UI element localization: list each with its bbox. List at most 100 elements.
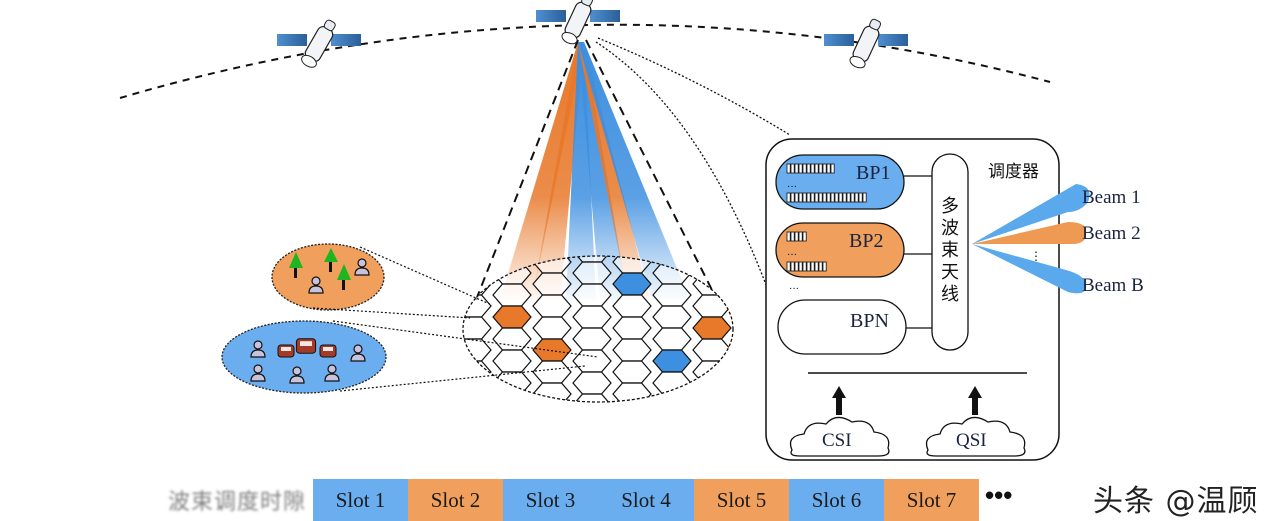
csi-cloud — [789, 416, 890, 457]
hex-cell — [613, 405, 651, 427]
hex-cell — [463, 272, 492, 296]
scheduler-title: 调度器 — [988, 162, 1039, 182]
slot-6: Slot 6 — [789, 479, 884, 521]
hex-cell — [692, 360, 732, 384]
watermark: 头条 @温顾 — [1093, 484, 1259, 519]
hex-cell — [463, 382, 492, 402]
hex-cell — [612, 316, 652, 340]
qsi-cloud — [925, 416, 1026, 457]
hex-cell — [463, 294, 492, 318]
hex-cell — [463, 256, 492, 274]
qsi-label: QSI — [956, 430, 987, 451]
beam-ray — [566, 42, 596, 300]
hex-cell — [692, 338, 732, 362]
slot-5: Slot 5 — [694, 479, 789, 521]
hex-cell — [492, 327, 532, 351]
queue-ellipsis: ··· — [787, 182, 797, 193]
hex-cell — [453, 229, 491, 251]
slot-1: Slot 1 — [313, 479, 408, 521]
hex-cell — [572, 305, 612, 329]
hex-cell — [463, 316, 492, 340]
slot-3: Slot 3 — [503, 479, 598, 521]
hex-cell — [463, 338, 492, 362]
callout-line — [359, 246, 493, 306]
hex-cell — [463, 360, 492, 384]
hex-cell — [572, 393, 612, 402]
hex-cell — [692, 272, 732, 296]
car-icon — [319, 344, 337, 358]
hex-cell — [492, 305, 532, 329]
beam-ray — [578, 42, 650, 300]
bpn-label: BPN — [850, 310, 889, 332]
tree-icon — [289, 252, 303, 278]
hex-cell — [692, 382, 732, 402]
car-icon — [295, 338, 317, 354]
antenna-label-char: 束 — [941, 240, 959, 261]
hex-cell — [692, 294, 732, 318]
user-icon — [308, 276, 324, 294]
hex-cell — [572, 327, 612, 351]
hex-cell — [492, 393, 532, 402]
hex-cell — [693, 229, 731, 251]
hex-cell — [612, 338, 652, 362]
hex-cell — [652, 393, 692, 402]
beam-b-label: Beam B — [1082, 275, 1144, 296]
antenna-label-char: 多 — [941, 196, 959, 217]
users — [250, 258, 370, 384]
hex-cell — [693, 405, 731, 427]
rural-region — [271, 243, 385, 311]
csi-label: CSI — [822, 430, 852, 451]
timeline-slots: Slot 1 Slot 2 Slot 3 Slot 4 Slot 5 Slot … — [313, 479, 979, 521]
user-icon — [250, 340, 266, 358]
beam-ray — [578, 42, 690, 300]
beam-ellipsis: ⋮ — [1030, 249, 1042, 263]
coverage-cone-left — [475, 39, 579, 301]
coverage-area — [462, 255, 734, 403]
car-icon — [277, 344, 295, 358]
bp1-label: BP1 — [856, 162, 890, 184]
beam-1-lobe — [972, 184, 1090, 244]
pool-ellipsis: ··· — [789, 284, 799, 295]
hex-cell — [532, 316, 572, 340]
hex-cell — [652, 305, 692, 329]
scheduler-box — [765, 138, 1060, 461]
hex-cell — [532, 360, 572, 384]
hex-cell — [692, 316, 732, 340]
hex-cell — [492, 349, 532, 373]
slot-2: Slot 2 — [408, 479, 503, 521]
user-icon — [350, 344, 366, 362]
beam-2-label: Beam 2 — [1082, 223, 1141, 244]
callout-line — [339, 365, 586, 392]
antenna-label-char: 波 — [941, 218, 959, 239]
hex-cell — [572, 371, 612, 395]
hex-cell — [573, 416, 611, 438]
hex-cell — [653, 416, 691, 438]
multibeam-antenna — [931, 153, 969, 351]
up-arrow-icon — [968, 386, 982, 415]
more-slots-ellipsis: ••• — [985, 480, 1013, 510]
satellite-icon — [277, 19, 361, 68]
beam-ray — [532, 42, 584, 300]
beam-b-lobe — [972, 244, 1087, 294]
vehicles — [277, 338, 337, 358]
user-icon — [289, 366, 305, 384]
antenna-label-char: 天 — [941, 262, 959, 283]
zoom-line-2 — [595, 41, 769, 291]
hex-cell — [493, 416, 531, 438]
zoom-line-1 — [597, 37, 791, 136]
beam-2-lobe — [972, 222, 1087, 244]
queue-ellipsis: ··· — [787, 250, 797, 261]
up-arrow-icon — [832, 386, 846, 415]
satellite-icon — [824, 18, 908, 69]
user-icon — [324, 364, 340, 382]
beam-1-label: Beam 1 — [1082, 187, 1141, 208]
beam-pool-bpn — [777, 299, 907, 355]
antenna-label-char: 线 — [941, 284, 959, 305]
beam-fan — [500, 42, 690, 300]
tree-icon — [337, 264, 351, 290]
hex-cell — [572, 349, 612, 373]
hex-cell — [532, 338, 572, 362]
timeline-label: 波束调度时隙 — [168, 490, 307, 515]
slot-7: Slot 7 — [884, 479, 979, 521]
